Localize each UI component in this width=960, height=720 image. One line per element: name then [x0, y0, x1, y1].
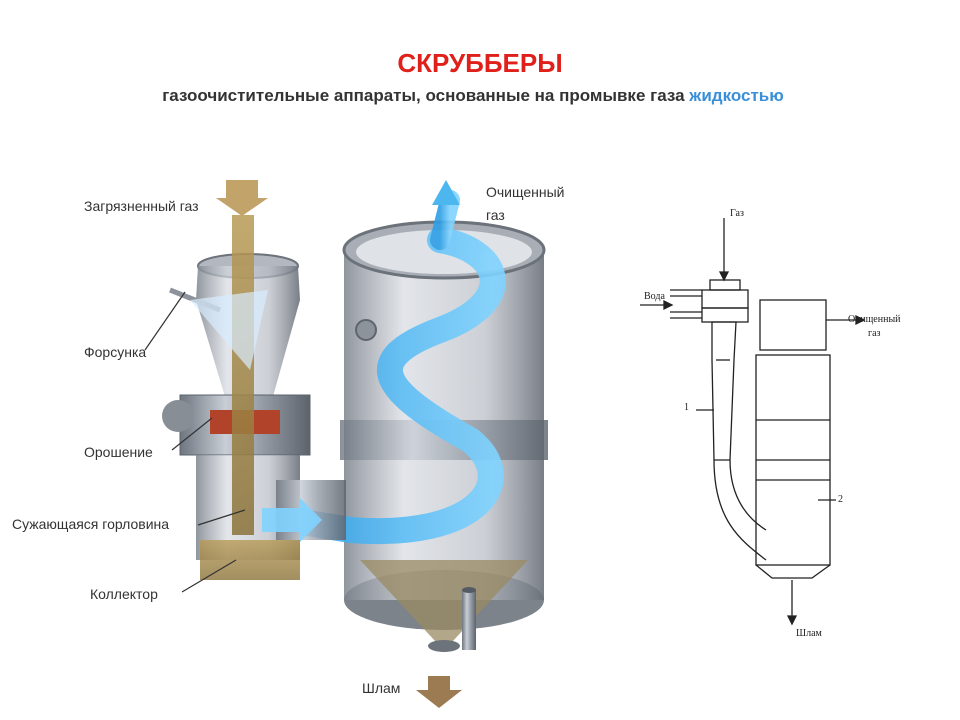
- sludge-arrow-icon: [416, 676, 462, 708]
- schematic-label-clean-gas-2: газ: [868, 328, 881, 339]
- schematic-label-part-2: 2: [838, 494, 843, 505]
- flow-arrow-icon: [262, 498, 322, 542]
- dirty-gas-arrow-icon: [216, 180, 268, 216]
- schematic-label-clean-gas-1: Очищенный: [848, 314, 901, 325]
- label-clean-gas-2: газ: [486, 207, 505, 223]
- page-subtitle: газоочистительные аппараты, основанные н…: [0, 86, 946, 106]
- clean-gas-arrow-icon: [432, 180, 460, 205]
- label-collector: Коллектор: [90, 586, 158, 602]
- page-title: СКРУББЕРЫ: [397, 48, 563, 78]
- gas-spiral-flow: [277, 190, 506, 545]
- subtitle-main: газоочистительные аппараты, основанные н…: [162, 86, 690, 105]
- label-sludge: Шлам: [362, 680, 401, 696]
- schematic-label-part-1: 1: [684, 402, 689, 413]
- spray-cone: [190, 290, 268, 370]
- schematic-label-gas: Газ: [730, 208, 744, 219]
- label-throat: Сужающаяся горловина: [12, 516, 170, 532]
- label-nozzle: Форсунка: [84, 344, 147, 360]
- label-irrigation: Орошение: [84, 444, 153, 460]
- schematic-label-water: Вода: [644, 291, 665, 302]
- subtitle-accent: жидкостью: [689, 86, 784, 105]
- schematic-label-sludge: Шлам: [796, 628, 822, 639]
- label-dirty-gas: Загрязненный газ: [84, 198, 199, 214]
- label-clean-gas-1: Очищенный: [486, 184, 565, 200]
